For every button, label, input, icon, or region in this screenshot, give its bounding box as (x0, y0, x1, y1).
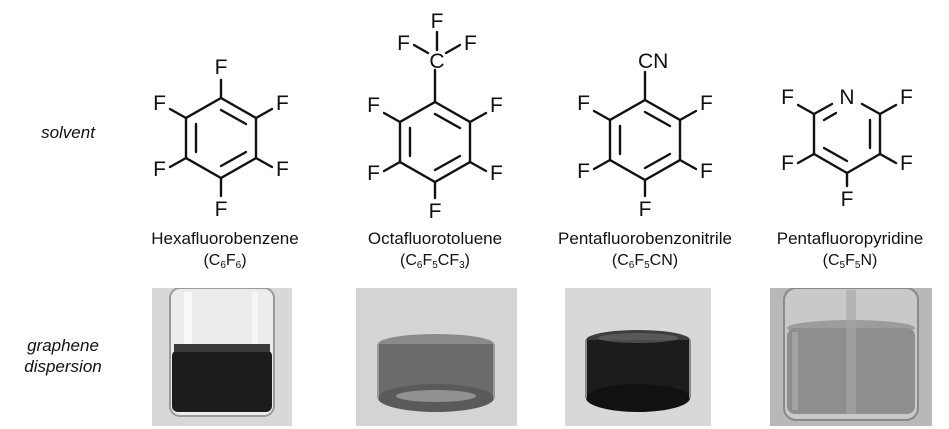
dispersion-photo-octafluorotoluene (356, 288, 517, 426)
formula-subscript: 6 (235, 260, 242, 271)
atom-f: F (490, 162, 503, 185)
formula-subscript: 6 (416, 260, 423, 271)
atom-f: F (781, 152, 794, 175)
formula-subscript: 5 (839, 260, 846, 271)
formula-element: F (634, 252, 645, 269)
formula-subscript: 5 (644, 260, 650, 271)
formula-subscript: 3 (459, 260, 465, 271)
atom-cn: CN (638, 50, 668, 73)
formula-element: F (225, 252, 236, 269)
row-label-solvent: solvent (41, 123, 95, 142)
atom-f: F (700, 160, 713, 183)
atom-f: F (464, 32, 477, 55)
formula-subscript: 6 (628, 260, 635, 271)
formula-subscript: 5 (432, 260, 438, 271)
atom-f: F (153, 92, 166, 115)
row-label-line-1: graphene (27, 336, 99, 355)
solvent-name-3: Pentafluorobenzonitrile (558, 229, 732, 248)
solvent-formula-1: (C6F6) (203, 252, 247, 271)
solvent-name-2: Octafluorotoluene (367, 229, 503, 248)
row-label-line-2: dispersion (24, 357, 102, 376)
formula-subscript: 6 (220, 260, 226, 271)
atom-f: F (431, 10, 444, 33)
row-label-graphene-dispersion: graphene dispersion (8, 335, 118, 377)
solvent-formula-4: (C5F5N) (822, 252, 878, 271)
atom-f: F (639, 198, 652, 221)
atom-f: F (153, 158, 166, 181)
formula-element: N (860, 252, 873, 269)
atom-f: F (276, 158, 289, 181)
atom-f: F (781, 86, 794, 109)
formula-element: F (845, 252, 855, 269)
atom-f: F (215, 198, 228, 221)
atom-f: F (900, 86, 913, 109)
atom-f: F (577, 160, 590, 183)
atom-f: F (215, 56, 228, 79)
solvent-formula-3: (C6F5CN) (611, 252, 679, 271)
atom-f: F (900, 152, 913, 175)
atom-f: F (367, 162, 380, 185)
formula-subscript: 5 (854, 260, 861, 271)
structure-pentafluorobenzonitrile: CN F F F F F (577, 50, 713, 221)
solvent-formula-2: (C6F5CF3) (399, 252, 470, 271)
atom-f: F (276, 92, 289, 115)
dispersion-photo-hexafluorobenzene (152, 288, 292, 426)
atom-f: F (490, 94, 503, 117)
structure-pentafluoropyridine: N F F F F F (781, 86, 913, 211)
dispersion-photo-pentafluoropyridine (770, 288, 932, 426)
atom-f: F (367, 94, 380, 117)
atom-f: F (577, 92, 590, 115)
atom-f: F (429, 200, 442, 223)
structure-octafluorotoluene: C F F F F F F F F (367, 10, 503, 223)
formula-element: C (617, 252, 629, 269)
structure-hexafluorobenzene: F F F F F F (153, 56, 289, 221)
atom-f: F (841, 188, 854, 211)
solvent-name-4: Pentafluoropyridine (776, 229, 924, 248)
formula-element: CN (649, 252, 673, 269)
formula-element: F (422, 252, 433, 269)
formula-element: C (405, 252, 417, 269)
formula-element: C (208, 252, 221, 269)
formula-element: C (827, 252, 840, 269)
formula-element: CF (437, 252, 460, 269)
atom-f: F (700, 92, 713, 115)
atom-n: N (839, 86, 854, 109)
solvent-name-1: Hexafluorobenzene (151, 229, 299, 248)
dispersion-photo-pentafluorobenzonitrile (565, 288, 711, 426)
atom-f: F (397, 32, 410, 55)
atom-c: C (429, 50, 444, 73)
